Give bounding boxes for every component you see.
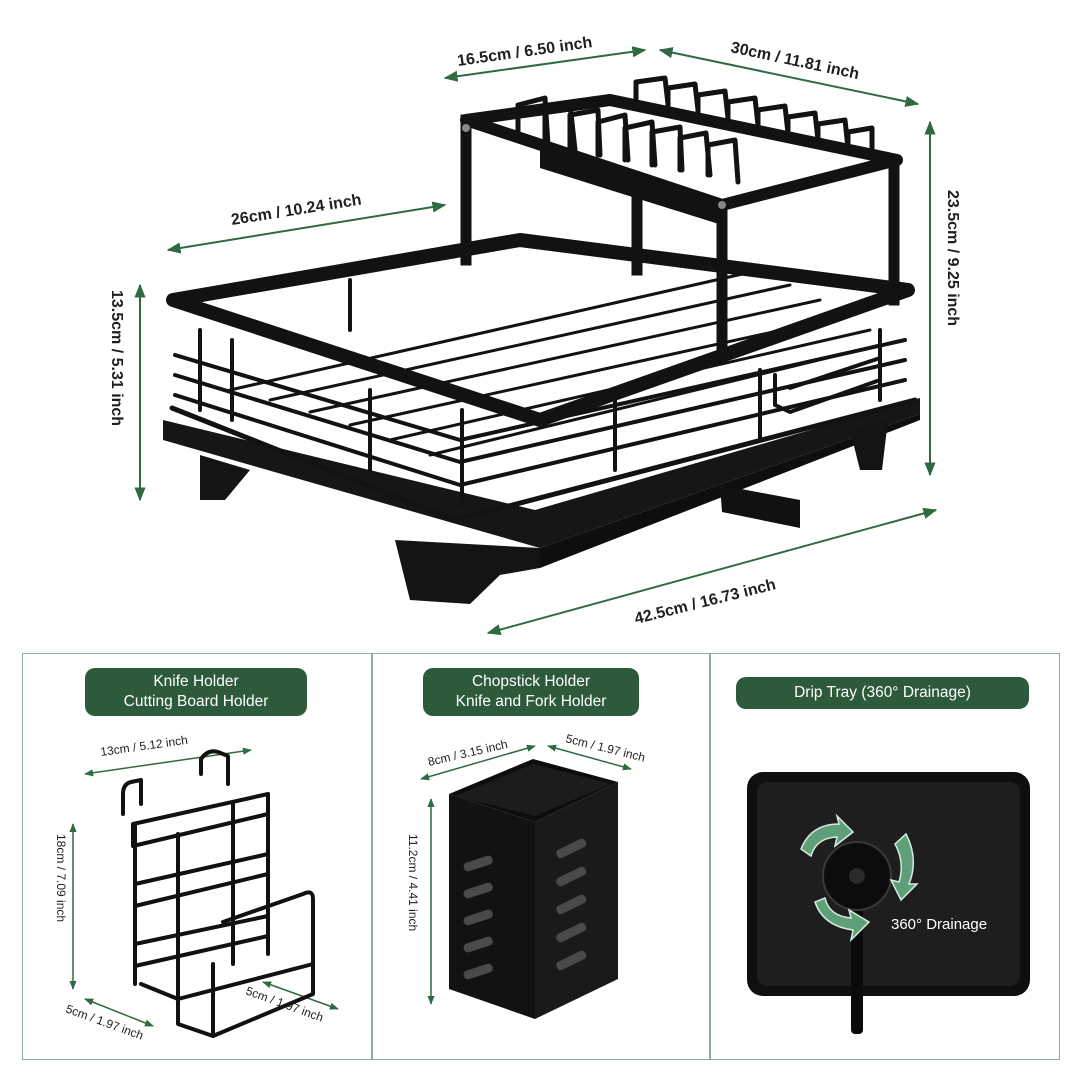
panel-chopstick-holder-title: Chopstick Holder Knife and Fork Holder (423, 668, 639, 716)
dim-top-right: 30cm / 11.81 inch (729, 39, 860, 83)
chopstick-holder-dim-width: 8cm / 3.15 inch (427, 737, 509, 769)
chopstick-holder-illustration: 8cm / 3.15 inch 5cm / 1.97 inch 11.2cm /… (406, 731, 647, 1019)
panel-knife-holder-title-line2: Cutting Board Holder (123, 693, 269, 710)
drip-tray-icon (747, 772, 1030, 1034)
dim-depth: 26cm / 10.24 inch (230, 192, 363, 229)
knife-holder-illustration: 13cm / 5.12 inch 18cm / 7.09 inch 5cm / … (54, 733, 339, 1043)
panel-knife-holder: Knife Holder Cutting Board Holder 13cm /… (22, 653, 372, 1060)
panel-drip-tray-title: Drip Tray (360° Drainage) (736, 677, 1029, 709)
dish-rack-icon (163, 75, 920, 604)
main-product-illustration: 16.5cm / 6.50 inch 30cm / 11.81 inch 26c… (108, 34, 961, 636)
panel-drip-tray-title-line1: Drip Tray (360° Drainage) (794, 684, 971, 701)
knife-holder-dim-depth-left: 5cm / 1.97 inch (64, 1002, 145, 1043)
knife-holder-dim-height: 18cm / 7.09 inch (54, 834, 68, 922)
chopstick-holder-dim-height: 11.2cm / 4.41 inch (406, 834, 420, 931)
chopstick-holder-dimension-lines (420, 744, 632, 1005)
panel-chopstick-holder-title-line2: Knife and Fork Holder (455, 693, 607, 710)
rotation-arrows-icon (800, 813, 919, 943)
dim-height-right: 23.5cm / 9.25 inch (944, 190, 961, 326)
panel-knife-holder-title-line1: Knife Holder (153, 673, 239, 690)
dim-length: 42.5cm / 16.73 inch (633, 576, 778, 628)
chopstick-holder-dim-depth: 5cm / 1.97 inch (564, 731, 646, 764)
panel-chopstick-holder: Chopstick Holder Knife and Fork Holder 8… (372, 653, 710, 1060)
panel-drip-tray: Drip Tray (360° Drainage) 360° Drainage (710, 653, 1060, 1060)
panel-chopstick-holder-title-line1: Chopstick Holder (471, 673, 591, 690)
panel-knife-holder-title: Knife Holder Cutting Board Holder (85, 668, 307, 716)
dimension-lines (134, 46, 938, 636)
drainage-label: 360° Drainage (891, 916, 987, 933)
knife-holder-icon (121, 749, 315, 1038)
knife-holder-dim-width: 13cm / 5.12 inch (99, 733, 188, 759)
dim-top-left: 16.5cm / 6.50 inch (456, 34, 593, 70)
chopstick-holder-icon (449, 759, 618, 1019)
drip-tray-illustration: 360° Drainage (747, 772, 1030, 1034)
dim-height-left: 13.5cm / 5.31 inch (108, 290, 125, 426)
